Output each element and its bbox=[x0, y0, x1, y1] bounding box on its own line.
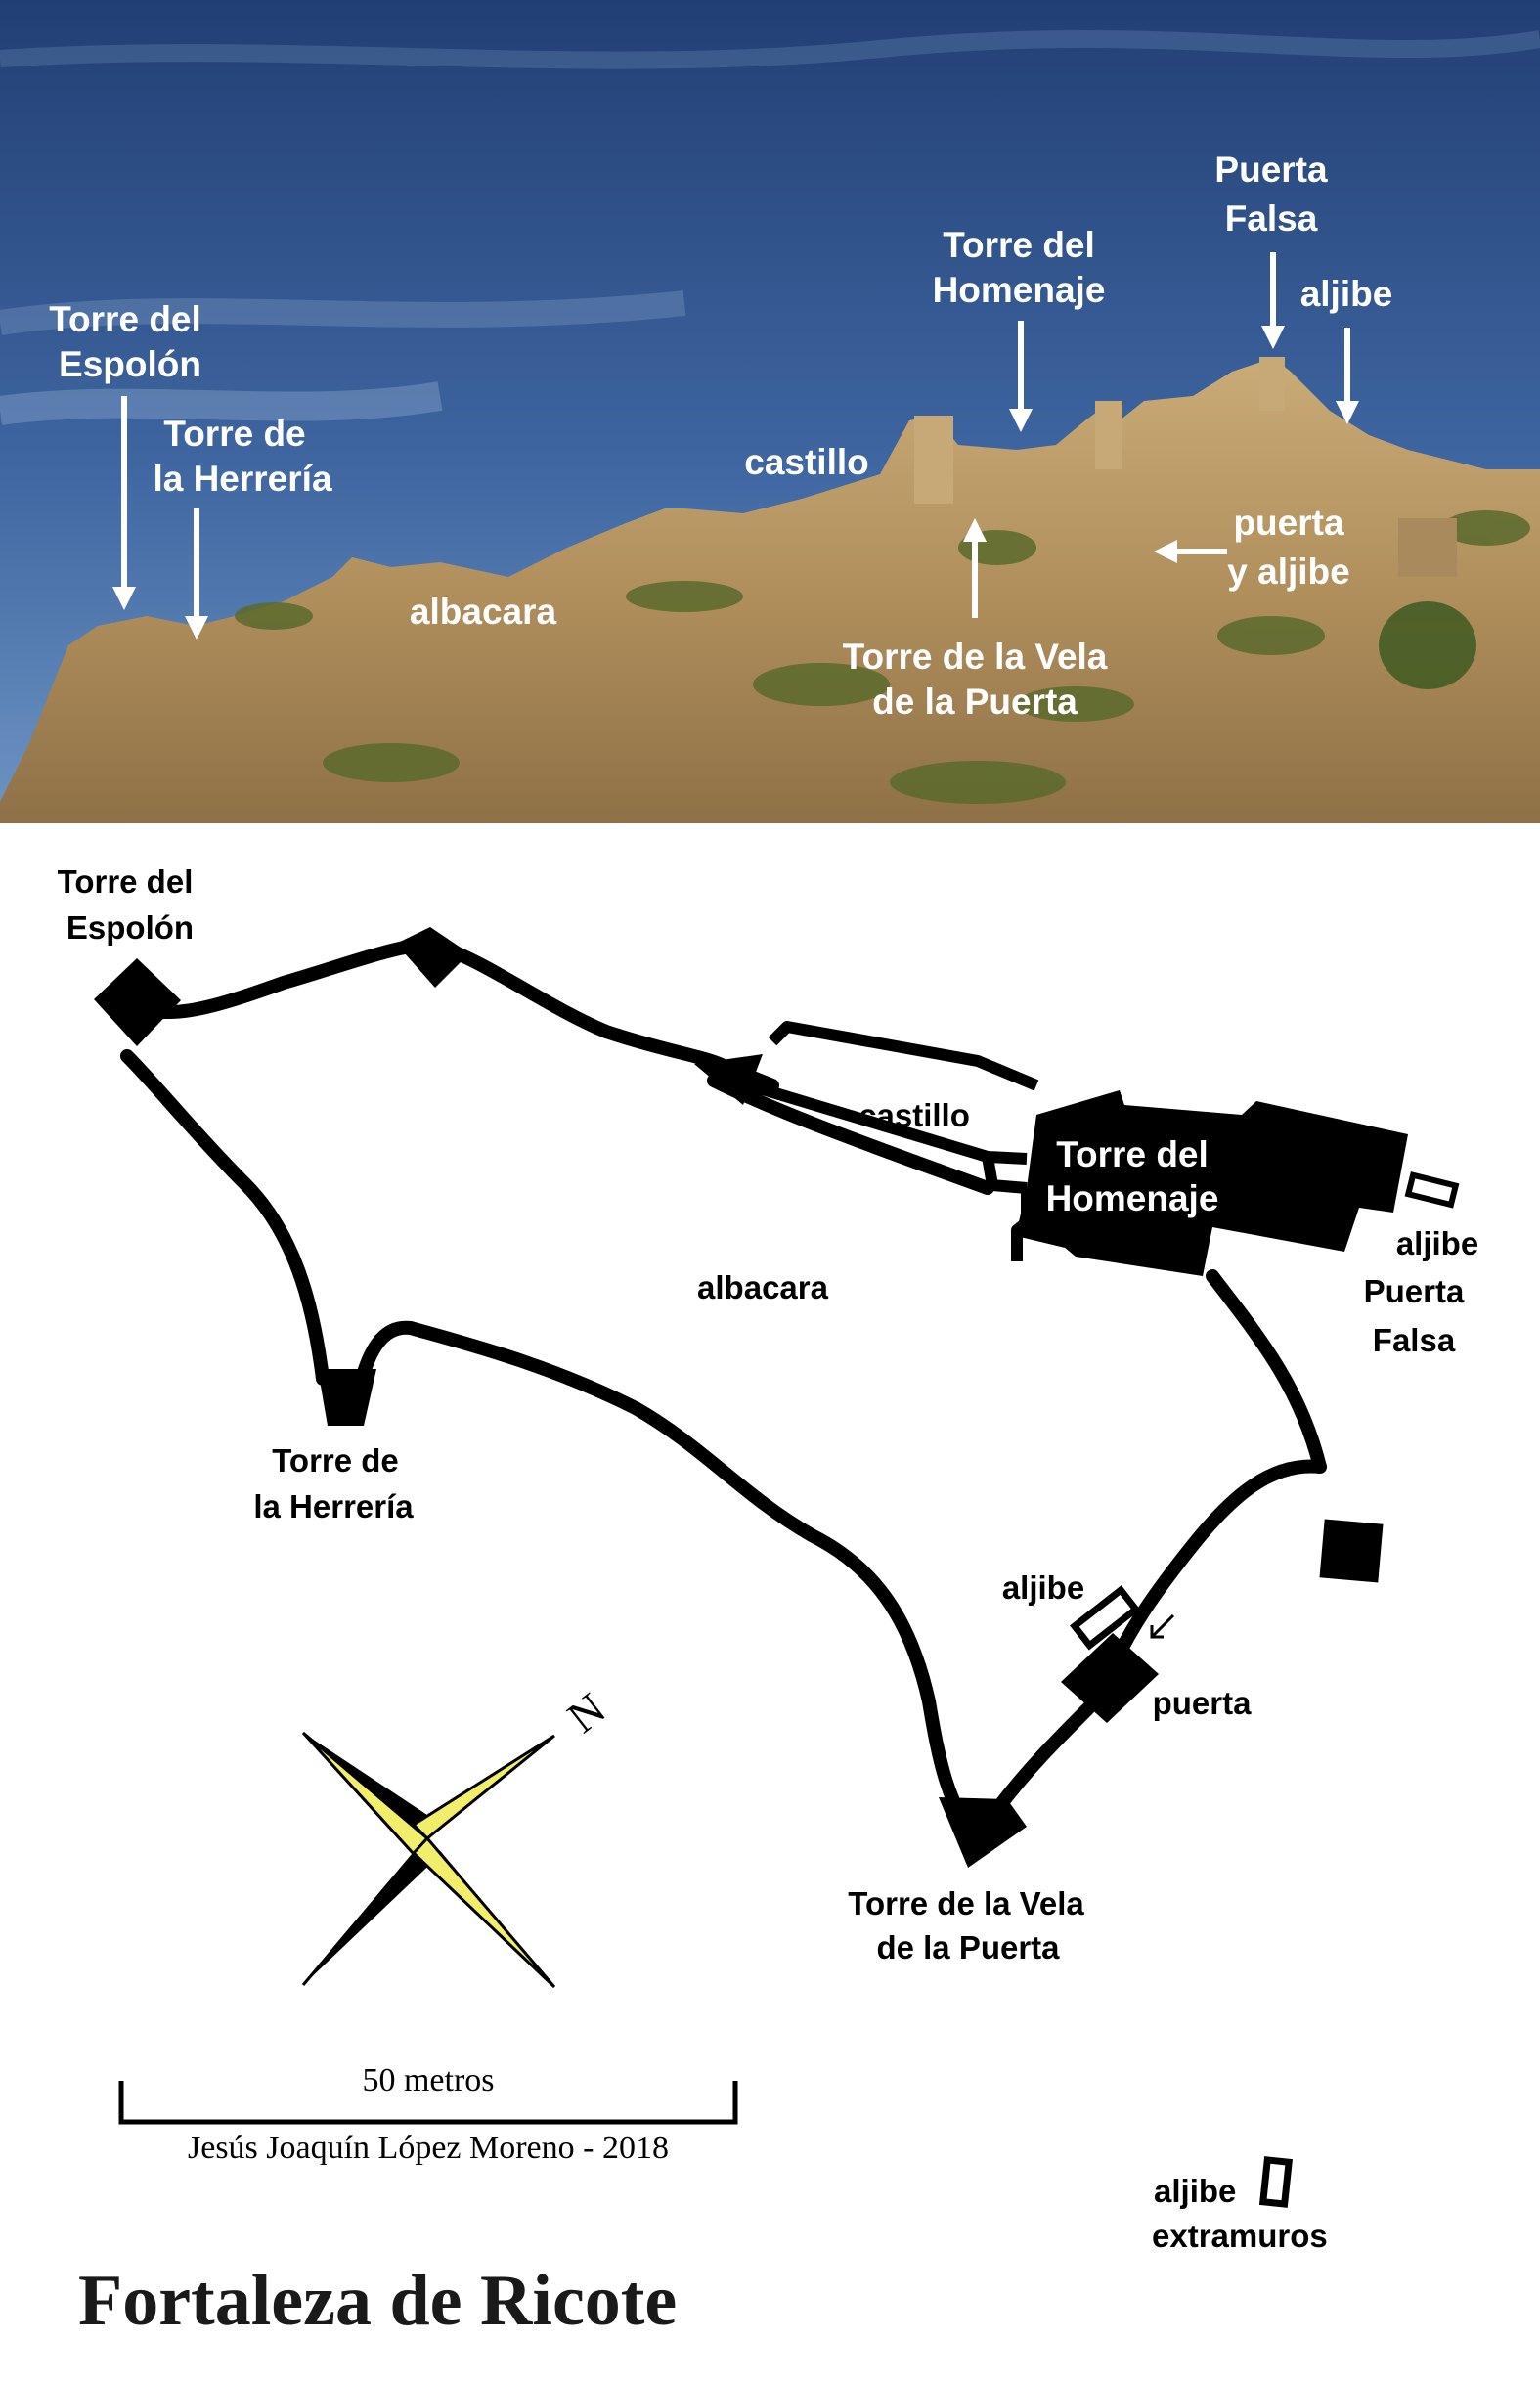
photo-label-torre-vela-1: Torre de la Vela bbox=[843, 637, 1108, 677]
scale-bar: 50 metros Jesús Joaquín López Moreno - 2… bbox=[118, 2062, 738, 2166]
cloud-streak bbox=[0, 30, 1540, 69]
plan-label-puerta: puerta bbox=[1153, 1685, 1253, 1721]
photo-label-puerta-aljibe-2: y aljibe bbox=[1227, 552, 1349, 592]
compass-needle-sw-dark bbox=[303, 1838, 442, 1985]
castillo-wall bbox=[768, 1021, 1068, 1261]
scale-bar-line bbox=[118, 2081, 738, 2125]
photo-label-albacara: albacara bbox=[410, 592, 557, 632]
photo-label-torre-homenaje-2: Homenaje bbox=[933, 270, 1106, 310]
map-title: Fortaleza de Ricote bbox=[78, 2261, 677, 2341]
plan-label-torre-herreria-2: la Herrería bbox=[253, 1488, 414, 1524]
plan-label-castillo: castillo bbox=[858, 1097, 970, 1133]
photo-label-torre-herreria-1: Torre de bbox=[163, 414, 305, 454]
plan-label-aljibe-gate: aljibe bbox=[1002, 1569, 1084, 1606]
photo-label-puerta-falsa-2: Falsa bbox=[1225, 199, 1318, 239]
aljibe-falsa-outline bbox=[1404, 1171, 1460, 1209]
compass-needle-nw-dark bbox=[303, 1733, 442, 1838]
photo-label-torre-espolon-2: Espolón bbox=[59, 344, 201, 384]
plan-label-albacara: albacara bbox=[697, 1269, 829, 1305]
aljibe-extramuros-symbol bbox=[1258, 2156, 1293, 2208]
tower-castillo-west bbox=[694, 1054, 763, 1105]
compass-needle-ne-light bbox=[411, 1734, 555, 1841]
plan-label-torre-espolon-1: Torre del bbox=[58, 863, 194, 900]
castillo-outline bbox=[741, 1078, 990, 1163]
tower-herreria bbox=[318, 1369, 376, 1426]
photo-label-torre-espolon-1: Torre del bbox=[49, 299, 201, 339]
photo-label-aljibe: aljibe bbox=[1300, 274, 1393, 314]
plan-label-torre-herreria-1: Torre de bbox=[272, 1442, 399, 1479]
tower-espolon-small bbox=[396, 927, 469, 988]
scale-bar-label: 50 metros bbox=[362, 2062, 494, 2098]
gate-arrow-head bbox=[1150, 1625, 1164, 1639]
tower-espolon bbox=[94, 958, 181, 1046]
rocky-hill bbox=[0, 360, 1540, 823]
plan-label-torre-homenaje-1: Torre del bbox=[1056, 1134, 1209, 1174]
author-credit: Jesús Joaquín López Moreno - 2018 bbox=[188, 2130, 669, 2166]
plan-label-torre-espolon-2: Espolón bbox=[66, 909, 194, 946]
compass-needle-se-light bbox=[411, 1835, 556, 1989]
plan-label-aljibe-falsa: aljibe bbox=[1396, 1225, 1478, 1261]
tower-puerta bbox=[1061, 1633, 1159, 1723]
photo-label-torre-homenaje-1: Torre del bbox=[943, 225, 1095, 265]
plan-label-aljibe-extramuros-2: extramuros bbox=[1152, 2218, 1328, 2254]
cloud-streak bbox=[0, 290, 686, 335]
photo-arrows bbox=[112, 252, 1359, 640]
plan-label-torre-homenaje-2: Homenaje bbox=[1046, 1178, 1219, 1218]
plan-label-puerta-falsa-2: Falsa bbox=[1373, 1322, 1456, 1358]
plan-label-aljibe-extramuros-1: aljibe bbox=[1154, 2173, 1236, 2209]
torre-homenaje-block bbox=[1017, 1090, 1408, 1276]
tower-east bbox=[1319, 1519, 1384, 1583]
gate-arrow bbox=[1150, 1613, 1175, 1639]
photo-label-puerta-aljibe-1: puerta bbox=[1233, 503, 1344, 543]
tower-vela bbox=[939, 1797, 1027, 1868]
plan-label-puerta-falsa-1: Puerta bbox=[1364, 1273, 1465, 1309]
photo-label-puerta-falsa-1: Puerta bbox=[1214, 150, 1328, 190]
fortress-floor-plan: Torre del Espolón castillo Torre del Hom… bbox=[0, 823, 1540, 2384]
cloud-streak bbox=[0, 381, 443, 425]
photo-label-torre-herreria-2: la Herrería bbox=[153, 459, 331, 499]
ruins bbox=[914, 357, 1457, 577]
compass-rose: N bbox=[301, 1683, 614, 1989]
aljibe-gate-outline bbox=[1070, 1585, 1141, 1651]
photo-label-castillo: castillo bbox=[744, 442, 869, 482]
plan-label-torre-vela-1: Torre de la Vela bbox=[848, 1885, 1084, 1921]
plan-label-torre-vela-2: de la Puerta bbox=[876, 1929, 1060, 1965]
fortress-photo: Torre del Espolón Torre de la Herrería a… bbox=[0, 0, 1540, 823]
photo-label-torre-vela-2: de la Puerta bbox=[872, 682, 1078, 722]
